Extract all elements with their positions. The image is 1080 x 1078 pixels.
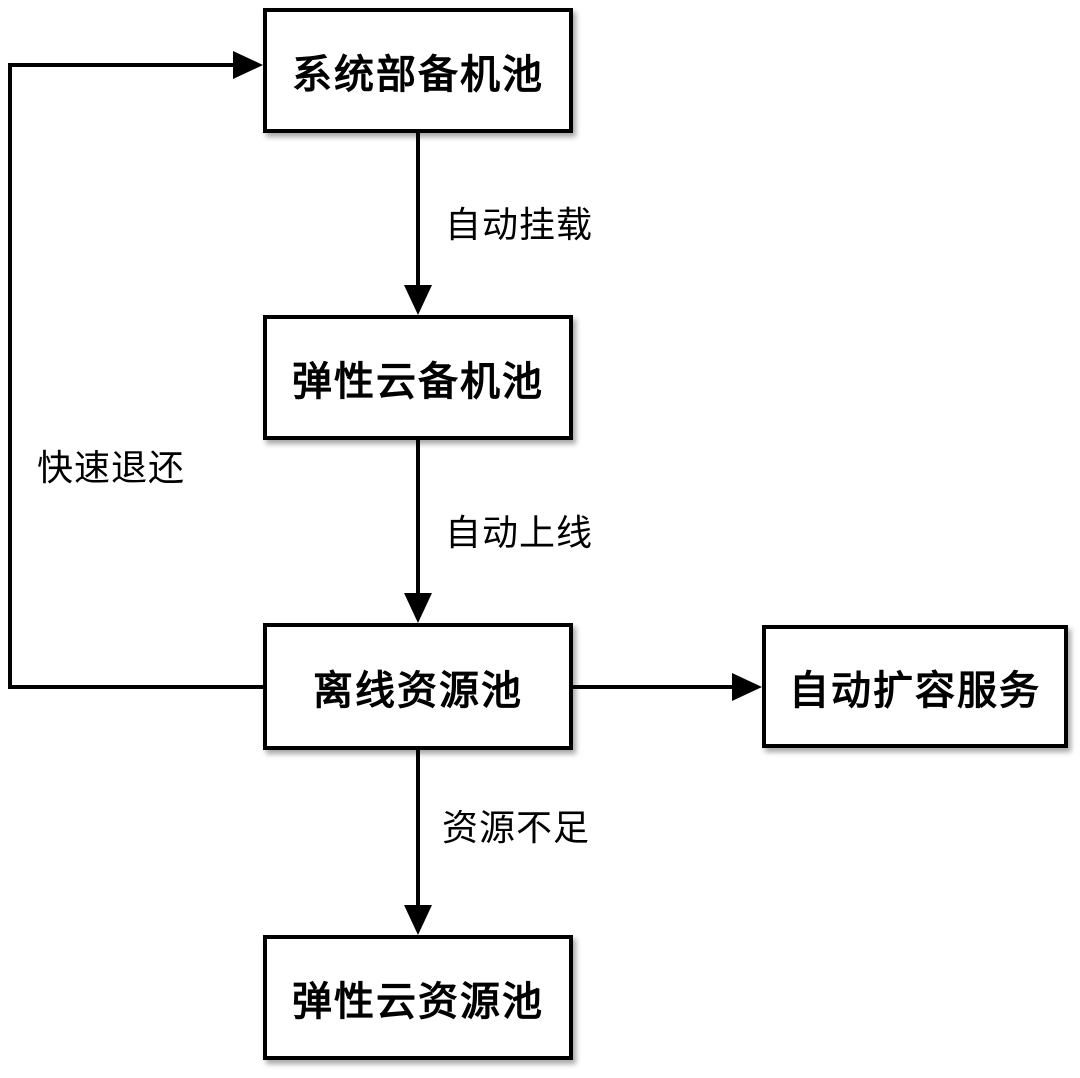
arrow-auto-online [404, 440, 432, 623]
node-offline-resource-pool-label: 离线资源池 [313, 668, 523, 713]
node-system-standby-pool: 系统部备机池 [263, 8, 573, 133]
node-auto-scaling-service-label: 自动扩容服务 [789, 668, 1041, 713]
node-elastic-cloud-standby-pool: 弹性云备机池 [263, 315, 573, 440]
node-offline-resource-pool: 离线资源池 [263, 623, 573, 750]
arrow-fast-return [8, 51, 263, 689]
node-elastic-cloud-resource-pool: 弹性云资源池 [263, 935, 573, 1060]
edge-label-auto-online: 自动上线 [445, 512, 594, 553]
edge-label-auto-mount: 自动挂载 [445, 204, 594, 245]
node-system-standby-pool-label: 系统部备机池 [292, 52, 544, 97]
edge-label-fast-return: 快速退还 [37, 447, 186, 488]
edge-label-insufficient-resources: 资源不足 [442, 807, 591, 848]
arrow-insufficient-resources [404, 750, 432, 935]
node-elastic-cloud-standby-pool-label: 弹性云备机池 [292, 359, 544, 404]
node-auto-scaling-service: 自动扩容服务 [762, 625, 1068, 748]
arrow-auto-mount [404, 133, 432, 315]
node-elastic-cloud-resource-pool-label: 弹性云资源池 [292, 979, 544, 1024]
arrow-to-auto-scaling [573, 673, 762, 701]
